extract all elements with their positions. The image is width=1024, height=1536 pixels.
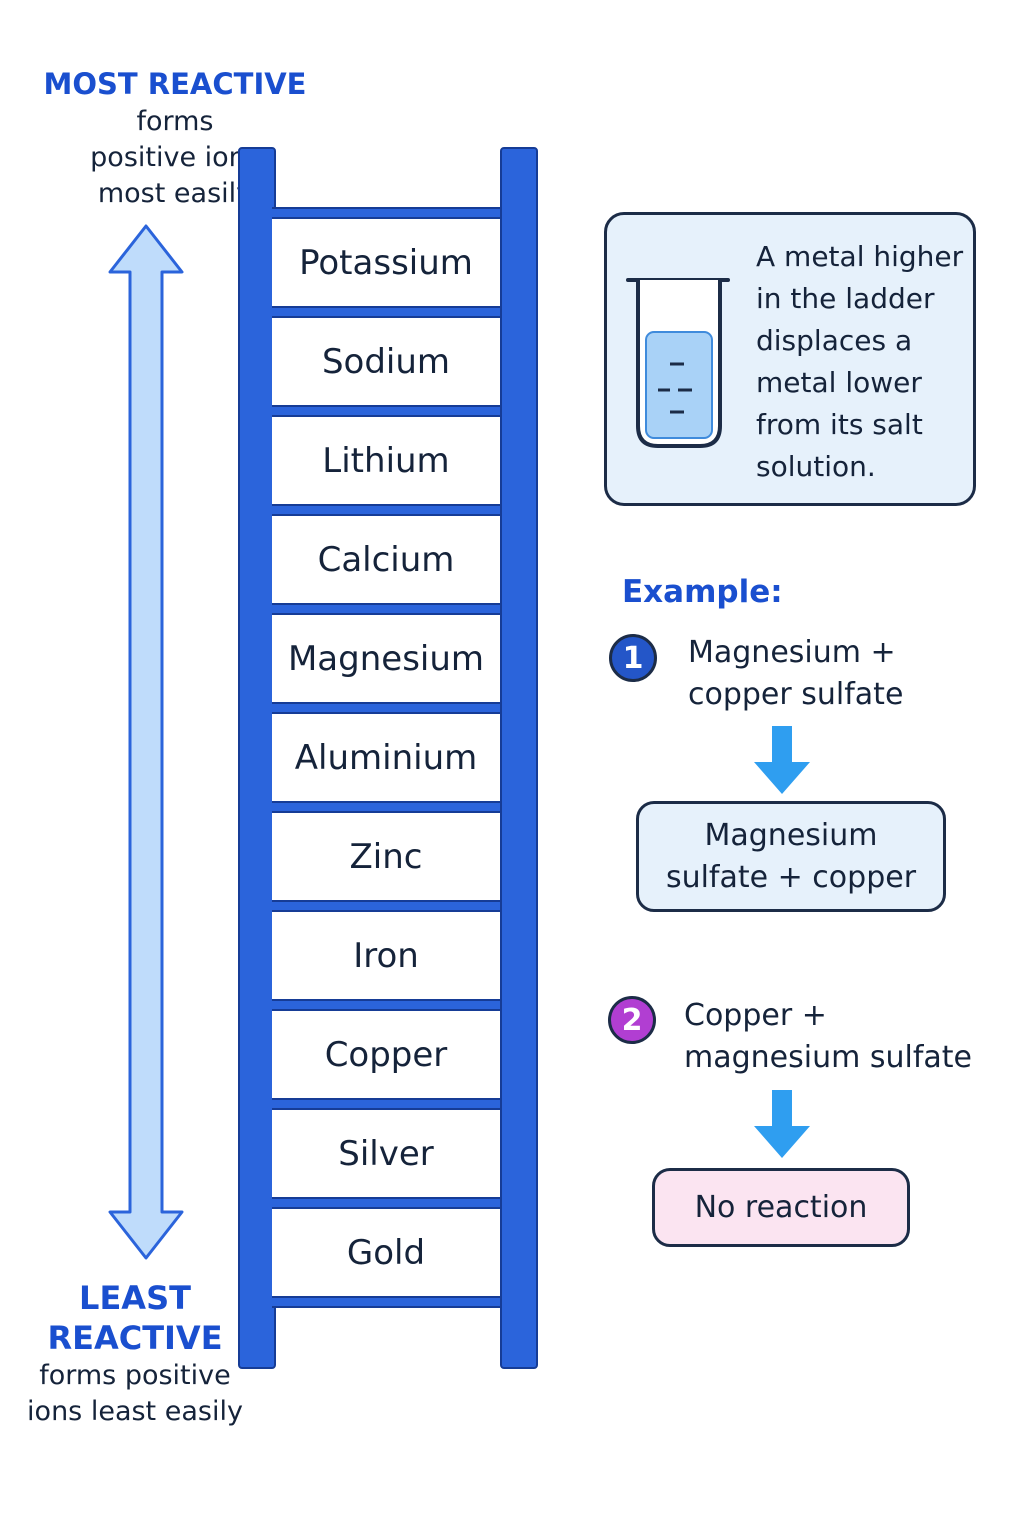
ladder-rung bbox=[272, 1098, 500, 1110]
metal-magnesium: Magnesium bbox=[272, 615, 500, 702]
metal-silver: Silver bbox=[272, 1110, 500, 1197]
most-reactive-subtext: forms positive ions most easily bbox=[90, 106, 260, 209]
ladder-rung bbox=[272, 306, 500, 318]
step-2-reactants: Copper + magnesium sulfate bbox=[684, 998, 973, 1075]
ladder-rung bbox=[272, 405, 500, 417]
step-1-result-text: Magnesium sulfate + copper bbox=[665, 817, 917, 895]
metal-copper: Copper bbox=[272, 1011, 500, 1098]
down-arrow-icon bbox=[754, 1090, 810, 1158]
metal-gold: Gold bbox=[272, 1209, 500, 1296]
ladder-rung bbox=[272, 1296, 500, 1308]
least-reactive-heading: LEAST REACTIVE bbox=[47, 1279, 223, 1357]
metal-potassium: Potassium bbox=[272, 219, 500, 306]
down-arrow-icon bbox=[754, 726, 810, 794]
step-2-badge: 2 bbox=[608, 996, 656, 1044]
least-reactive-subtext: forms positive ions least easily bbox=[27, 1360, 243, 1427]
ladder-rung bbox=[272, 1197, 500, 1209]
least-reactive-label: LEAST REACTIVE forms positive ions least… bbox=[20, 1278, 250, 1430]
reactivity-double-arrow-icon bbox=[108, 224, 184, 1260]
metal-zinc: Zinc bbox=[272, 813, 500, 900]
most-reactive-heading: MOST REACTIVE bbox=[43, 67, 307, 101]
step-1-reactants: Magnesium + copper sulfate bbox=[688, 635, 904, 712]
ladder-rung bbox=[272, 900, 500, 912]
step-2-result: No reaction bbox=[652, 1168, 910, 1247]
step-1-badge: 1 bbox=[609, 634, 657, 682]
ladder-rung bbox=[272, 999, 500, 1011]
metal-sodium: Sodium bbox=[272, 318, 500, 405]
ladder-rung bbox=[272, 702, 500, 714]
metal-lithium: Lithium bbox=[272, 417, 500, 504]
ladder-rung bbox=[272, 504, 500, 516]
beaker-icon bbox=[626, 278, 730, 448]
ladder-rail-left bbox=[238, 147, 276, 1369]
metal-calcium: Calcium bbox=[272, 516, 500, 603]
step-1-result: Magnesium sulfate + copper bbox=[636, 801, 946, 912]
metal-aluminium: Aluminium bbox=[272, 714, 500, 801]
ladder-rung bbox=[272, 801, 500, 813]
example-heading: Example: bbox=[622, 574, 783, 610]
most-reactive-label: MOST REACTIVE forms positive ions most e… bbox=[40, 64, 310, 212]
step-2-result-text: No reaction bbox=[694, 1189, 868, 1225]
ladder-rung bbox=[272, 603, 500, 615]
metal-iron: Iron bbox=[272, 912, 500, 999]
ladder-rung bbox=[272, 207, 500, 219]
ladder-rail-right bbox=[500, 147, 538, 1369]
displacement-info-text: A metal higher in the ladder displaces a… bbox=[756, 240, 964, 483]
